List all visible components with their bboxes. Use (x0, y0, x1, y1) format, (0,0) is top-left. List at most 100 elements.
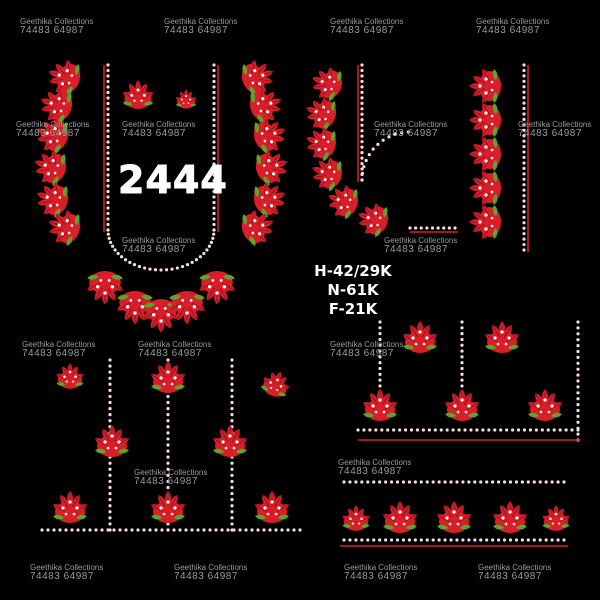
pearl-bead (449, 480, 453, 484)
sleeve-motif (469, 204, 501, 241)
pearl-bead (166, 473, 170, 477)
pearl-bead (522, 145, 526, 149)
pearl-bead (108, 479, 112, 484)
pearl-bead (576, 432, 580, 436)
pearl-bead (514, 480, 519, 484)
pearl-bead (508, 480, 513, 484)
pearl-bead (526, 480, 530, 484)
back-neck-motif (352, 197, 393, 240)
butta-motif (258, 367, 295, 401)
pearl-bead (106, 140, 110, 144)
pearl-bead (389, 480, 394, 484)
pearl-bead (401, 538, 406, 542)
spec-hand: H-42/29K (314, 262, 392, 280)
pearl-bead (360, 90, 364, 94)
pearl-bead (360, 74, 364, 78)
pearl-bead (106, 112, 110, 117)
sleeve-motif (469, 136, 501, 173)
pearl-bead (230, 522, 234, 526)
pearl-bead (408, 226, 412, 230)
pearl-bead (479, 538, 483, 542)
pearl-bead (389, 538, 394, 542)
pearl-bead (298, 528, 302, 532)
pearl-bead (364, 158, 368, 163)
pearl-bead (522, 161, 526, 165)
pearl-bead (376, 142, 380, 146)
pearl-bead (576, 408, 580, 413)
pearl-bead (447, 226, 451, 230)
pearl-bead (212, 222, 216, 227)
pearl-bead (212, 90, 216, 95)
pearl-bead (108, 461, 112, 465)
pearl-bead (82, 528, 86, 532)
pearl-bead (378, 332, 382, 336)
pearl-bead (366, 538, 370, 542)
pearl-bead (562, 538, 566, 542)
pearl-bead (522, 172, 526, 176)
pearl-bead (496, 538, 501, 542)
pearl-bead (108, 388, 112, 392)
spec-front: F-21K (328, 300, 378, 318)
pearl-bead (360, 129, 364, 133)
pearl-bead (212, 129, 216, 133)
pearl-bead (360, 156, 364, 160)
pearl-bead (576, 379, 580, 383)
pearl-bead (485, 538, 489, 542)
pearl-bead (460, 332, 464, 336)
pearl-bead (212, 123, 216, 128)
pearl-bead (378, 320, 382, 324)
pearl-bead (166, 394, 170, 399)
pearl-bead (143, 266, 147, 270)
butta-motif (94, 425, 131, 457)
pearl-bead (166, 419, 170, 423)
pearl-bead (570, 428, 574, 432)
pearl-bead (460, 343, 464, 347)
pearl-bead (360, 134, 364, 138)
neck-motif (168, 291, 207, 325)
pearl-bead (106, 184, 110, 188)
pearl-bead (268, 528, 272, 532)
pearl-bead (522, 177, 526, 181)
pearl-bead (212, 145, 216, 150)
pearl-bead (481, 428, 485, 432)
pearl-bead (460, 372, 464, 376)
pearl-bead (212, 118, 216, 122)
pearl-bead (170, 267, 174, 271)
pearl-bead (443, 538, 447, 542)
pearl-bead (475, 428, 479, 432)
pearl-bead (64, 528, 68, 532)
pearl-bead (414, 226, 418, 230)
butta-motif (52, 491, 89, 523)
pearl-bead (108, 491, 112, 496)
pearl-bead (558, 428, 562, 432)
pearl-bead (88, 528, 92, 532)
pearl-bead (433, 428, 437, 432)
pearl-bead (469, 428, 473, 432)
pearl-bead (106, 528, 110, 532)
pearl-bead (230, 467, 234, 471)
pearl-bead (342, 480, 346, 484)
pearl-bead (212, 74, 216, 78)
pearl-bead (522, 96, 526, 100)
back-neck-motif (300, 91, 341, 134)
pearl-bead (106, 222, 110, 227)
pearl-bead (522, 221, 526, 225)
pearl-bead (413, 538, 417, 542)
pearl-bead (159, 268, 163, 272)
pearl-bead (108, 370, 112, 374)
pearl-bead (166, 455, 170, 459)
pearl-bead (108, 358, 112, 362)
pearl-bead (230, 376, 234, 380)
pearl-bead (576, 397, 580, 401)
pearl-bead (407, 538, 412, 542)
pearl-bead (378, 384, 382, 388)
pearl-bead (212, 79, 216, 84)
pearl-bead (106, 178, 110, 183)
pearl-bead (460, 361, 464, 365)
pearl-bead (522, 248, 526, 252)
pearl-bead (166, 528, 170, 532)
design-code: 2444 (118, 158, 228, 203)
